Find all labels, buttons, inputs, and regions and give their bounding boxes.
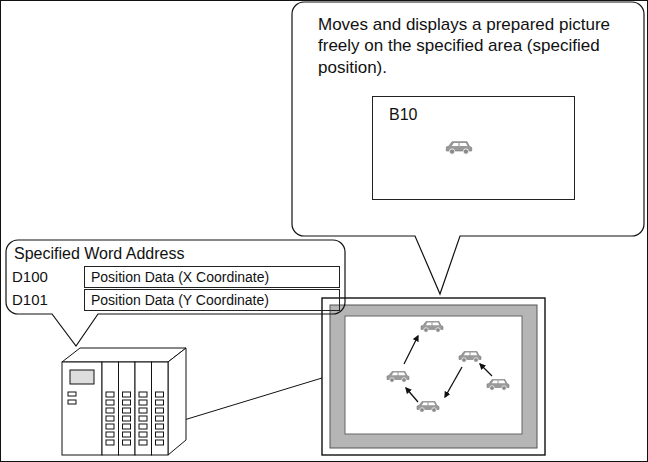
touch-display	[322, 298, 545, 455]
plc-unit	[70, 370, 94, 384]
terminal	[139, 440, 147, 445]
touch-display	[404, 336, 418, 364]
plc-unit	[102, 362, 119, 455]
touch-display	[459, 352, 481, 363]
callout-bubble: Moves and displays a prepared picture fr…	[292, 2, 644, 236]
plc-unit	[168, 348, 186, 455]
word-box: Position Data (X Coordinate)	[84, 266, 340, 288]
terminal	[123, 416, 131, 421]
touch-display	[406, 388, 418, 402]
touch-display	[345, 316, 522, 434]
terminal	[139, 416, 147, 421]
plc-unit	[106, 392, 164, 445]
callout-text: Specified Word Address	[14, 244, 334, 264]
terminal	[156, 416, 164, 421]
word-box: Position Data (Y Coordinate)	[84, 289, 340, 311]
terminal	[123, 424, 131, 429]
car-icon	[446, 142, 471, 154]
terminal	[156, 408, 164, 413]
touch-display	[330, 305, 537, 448]
callout-outline	[6, 240, 345, 346]
terminal	[123, 392, 131, 397]
terminal	[139, 400, 147, 405]
cable	[184, 378, 322, 420]
plc-unit	[62, 362, 102, 455]
plc-unit	[135, 362, 152, 455]
touch-display	[421, 322, 443, 333]
touch-display	[387, 372, 409, 383]
terminal	[139, 392, 147, 397]
callout-text: Moves and displays a prepared picture fr…	[318, 14, 618, 78]
callout-bubble: Specified Word AddressPosition Data (X C…	[6, 240, 345, 314]
box-label: Position Data (X Coordinate)	[91, 269, 269, 287]
terminal	[123, 440, 131, 445]
plc-unit	[68, 392, 76, 396]
plc-unit	[68, 400, 76, 404]
touch-display	[487, 380, 509, 391]
terminal	[123, 408, 131, 413]
terminal	[106, 424, 114, 429]
terminal	[123, 432, 131, 437]
terminal	[156, 424, 164, 429]
touch-display	[417, 402, 439, 413]
terminal	[139, 408, 147, 413]
terminal	[139, 424, 147, 429]
box-label: Position Data (Y Coordinate)	[91, 292, 269, 310]
word-address: D100	[12, 268, 48, 285]
terminal	[156, 440, 164, 445]
plc-unit	[62, 348, 186, 362]
terminal	[106, 432, 114, 437]
terminal	[106, 440, 114, 445]
area-box: B10	[372, 96, 575, 200]
touch-display	[445, 367, 462, 397]
plc-unit	[62, 348, 186, 455]
plc-unit	[119, 362, 136, 455]
touch-display	[322, 298, 545, 455]
terminal	[156, 432, 164, 437]
terminal	[123, 400, 131, 405]
terminal	[156, 400, 164, 405]
terminal	[106, 416, 114, 421]
terminal	[106, 392, 114, 397]
word-address: D101	[12, 291, 48, 308]
terminal	[106, 400, 114, 405]
terminal	[139, 432, 147, 437]
terminal	[106, 408, 114, 413]
touch-display	[480, 364, 492, 376]
plc-unit	[152, 362, 169, 455]
box-label: B10	[389, 105, 417, 125]
terminal	[156, 392, 164, 397]
